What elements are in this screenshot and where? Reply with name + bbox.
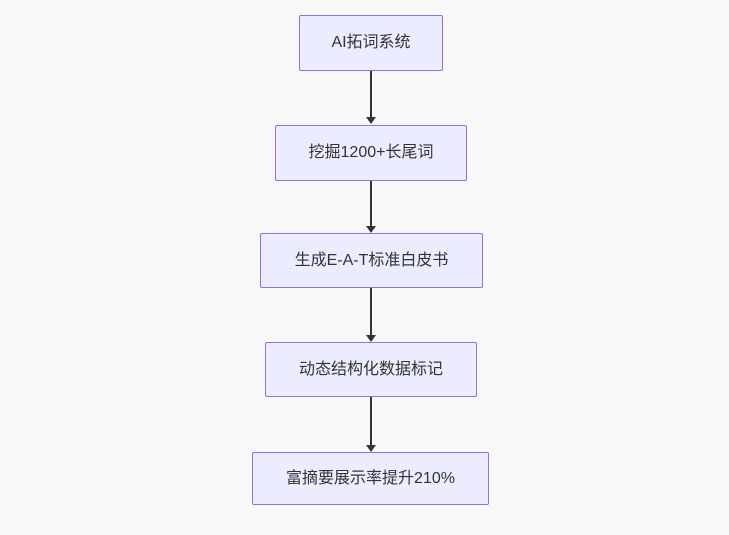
flow-node-step-2-label: 挖掘1200+长尾词 — [308, 144, 434, 161]
flow-arrow-1-2 — [365, 71, 377, 124]
flow-arrow-2-3 — [365, 181, 377, 233]
flow-node-step-1-label: AI拓词系统 — [331, 34, 411, 51]
flow-node-step-3-label: 生成E-A-T标准白皮书 — [294, 251, 449, 269]
arrowhead-down-icon — [366, 226, 376, 233]
flow-node-step-1: AI拓词系统 — [299, 15, 443, 71]
flow-node-step-4-label: 动态结构化数据标记 — [298, 360, 443, 378]
flow-node-step-5-label: 富摘要展示率提升210% — [286, 469, 455, 487]
flow-arrow-4-5 — [365, 397, 377, 452]
flow-node-step-4: 动态结构化数据标记 — [265, 342, 477, 397]
flow-node-step-2: 挖掘1200+长尾词 — [275, 125, 467, 181]
arrowhead-down-icon — [366, 117, 376, 124]
arrow-line — [370, 288, 372, 336]
arrowhead-down-icon — [366, 335, 376, 342]
arrow-line — [370, 181, 372, 227]
arrow-line — [370, 71, 372, 118]
flow-node-step-5: 富摘要展示率提升210% — [252, 452, 489, 505]
flow-arrow-3-4 — [365, 288, 377, 342]
arrowhead-down-icon — [366, 445, 376, 452]
arrow-line — [370, 397, 372, 446]
flow-node-step-3: 生成E-A-T标准白皮书 — [260, 233, 483, 288]
